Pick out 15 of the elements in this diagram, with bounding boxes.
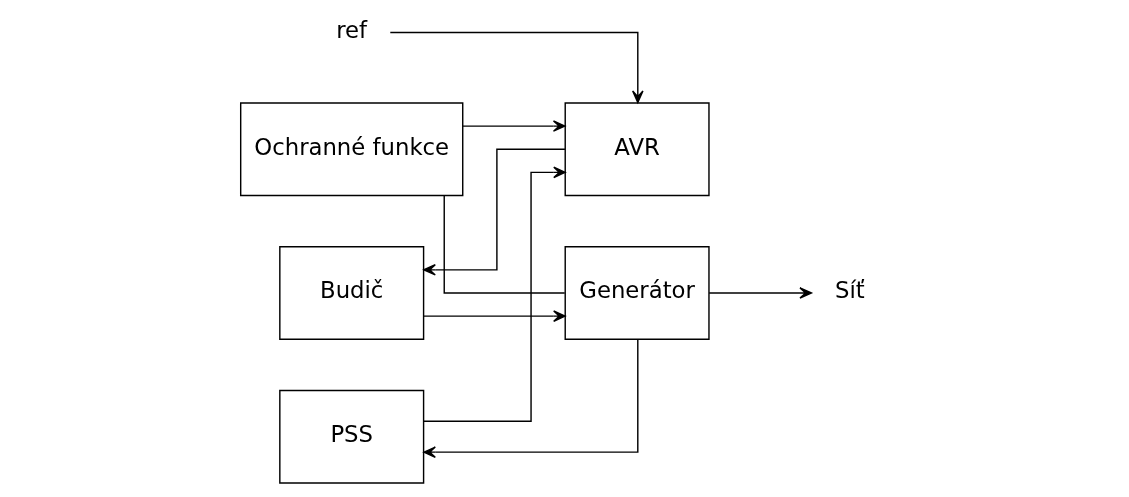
node-box: PSS bbox=[279, 389, 425, 484]
arrow bbox=[422, 166, 566, 423]
arrow bbox=[423, 338, 639, 458]
arrow bbox=[423, 310, 566, 322]
node-box: Ochranné funkce bbox=[240, 102, 464, 197]
node-text: Síť bbox=[835, 277, 865, 304]
arrow bbox=[462, 120, 566, 132]
node-text: ref bbox=[336, 16, 368, 43]
node-box: Generátor bbox=[564, 246, 710, 340]
node-box: Budič bbox=[279, 246, 425, 340]
arrow bbox=[423, 148, 566, 276]
arrow bbox=[389, 31, 644, 104]
node-box: AVR bbox=[564, 102, 710, 197]
connector bbox=[443, 194, 566, 294]
arrow bbox=[708, 287, 813, 299]
